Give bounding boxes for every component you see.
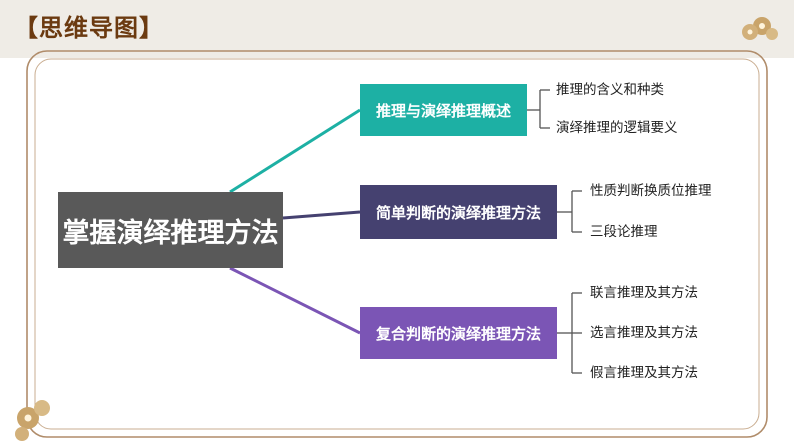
branch-node-overview: 推理与演绎推理概述 <box>360 84 527 136</box>
top-banner <box>0 0 794 58</box>
branch-node-simple-judgment: 简单判断的演绎推理方法 <box>360 185 557 239</box>
page-title: 【思维导图】 <box>14 13 164 42</box>
connector-line-1 <box>229 108 361 194</box>
leaf-item: 演绎推理的逻辑要义 <box>556 120 678 136</box>
bracket-2 <box>557 190 582 233</box>
branch-node-compound-judgment: 复合判断的演绎推理方法 <box>360 307 557 359</box>
bracket-3 <box>557 292 582 374</box>
leaf-item: 联言推理及其方法 <box>590 285 698 301</box>
leaf-item: 三段论推理 <box>590 224 658 240</box>
leaf-item: 选言推理及其方法 <box>590 325 698 341</box>
leaf-item: 性质判断换质位推理 <box>590 183 712 199</box>
leaf-item: 假言推理及其方法 <box>590 365 698 381</box>
decorative-frame-outer <box>26 50 768 438</box>
bracket-1 <box>527 89 550 129</box>
connector-line-3 <box>229 266 361 335</box>
flower-ornament-icon <box>742 17 778 40</box>
flower-ornament-icon <box>15 400 50 441</box>
leaf-item: 推理的含义和种类 <box>556 82 664 98</box>
root-node: 掌握演绎推理方法 <box>58 192 283 268</box>
connector-line-2 <box>282 210 361 220</box>
decorative-frame-inner <box>34 58 760 430</box>
